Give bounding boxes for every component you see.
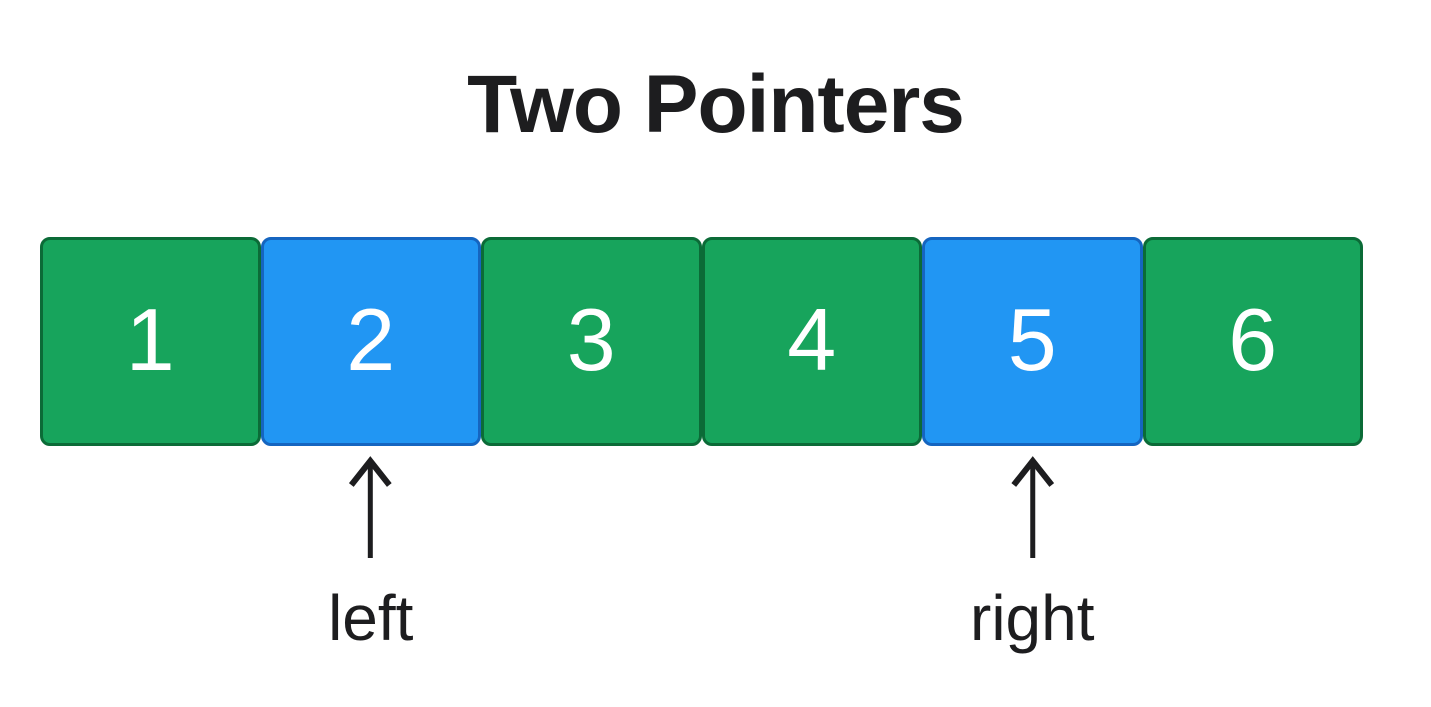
pointer-left: left [328,454,413,650]
up-arrow-icon [349,456,393,558]
array-cell-6: 6 [1142,237,1363,446]
page-title: Two Pointers [467,59,965,150]
cell-value: 5 [1007,289,1057,389]
array-cell-3: 3 [481,237,702,446]
array-cell-1: 1 [40,237,261,446]
up-arrow-icon [1010,456,1054,558]
pointer-label: left [328,582,414,654]
cell-value: 1 [125,289,175,389]
array-cell-5: 5 [922,237,1143,446]
pointer-right: right [970,454,1095,650]
cell-value: 2 [346,289,396,389]
cell-value: 4 [787,289,837,389]
cell-value: 3 [566,289,616,389]
cell-value: 6 [1228,289,1278,389]
pointers-layer: left right [40,446,1363,707]
array-cell-2: 2 [260,237,481,446]
array-row: 1 2 3 4 5 6 [40,237,1363,446]
array-cell-4: 4 [701,237,922,446]
pointer-label: right [970,582,1095,654]
